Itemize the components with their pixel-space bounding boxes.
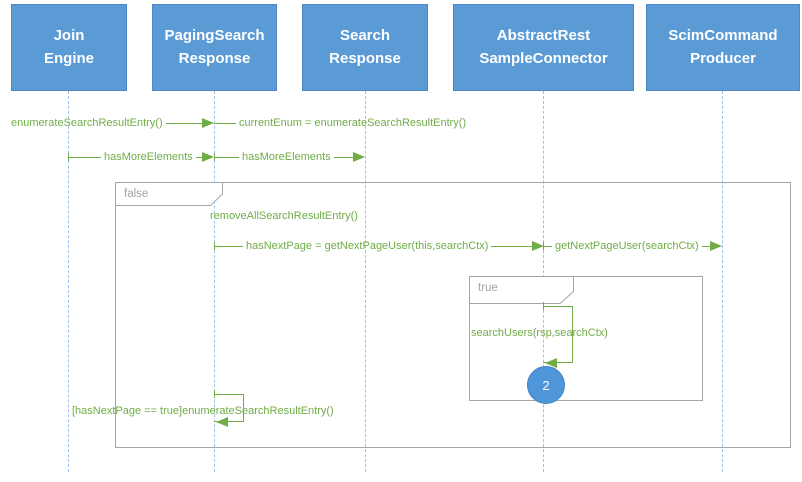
message-line xyxy=(195,156,202,158)
arrowhead-right-icon xyxy=(532,241,544,251)
ref-badge-circle: 2 xyxy=(527,366,565,404)
participant-label: Join Engine xyxy=(43,27,94,67)
participant-label: Search Response xyxy=(329,27,401,67)
message-line xyxy=(491,245,532,247)
self-message-loop-back-bracket xyxy=(214,394,244,422)
arrowhead-right-icon xyxy=(202,118,214,128)
arrowhead-left-icon xyxy=(216,417,228,427)
message-line xyxy=(215,245,243,247)
participant-label: PagingSearch Response xyxy=(164,27,265,67)
lifeline-join-engine xyxy=(68,91,69,472)
message-loop-back: [hasNextPage == true]enumerateSearchResu… xyxy=(72,405,334,417)
participant-search-response: Search Response xyxy=(302,4,428,91)
message-start-tick xyxy=(214,390,215,398)
fragment-label-pentagon xyxy=(115,182,223,206)
message-line xyxy=(701,245,710,247)
arrowhead-left-icon xyxy=(545,358,557,368)
message-remove-all: removeAllSearchResultEntry() xyxy=(210,210,358,222)
message-label: getNextPageUser(searchCtx) xyxy=(555,240,699,252)
message-has-more-elements-2: hasMoreElements xyxy=(214,150,365,164)
message-line xyxy=(215,156,239,158)
message-label: hasMoreElements xyxy=(242,151,331,163)
fragment-true-label: true xyxy=(478,282,498,294)
ref-badge-value: 2 xyxy=(542,377,550,393)
participant-abstract-rest-sample-connector: AbstractRest SampleConnector xyxy=(453,4,634,91)
message-line xyxy=(333,156,353,158)
self-message-search-users-bracket xyxy=(543,306,573,363)
message-start-tick xyxy=(543,302,544,310)
participant-join-engine: Join Engine xyxy=(11,4,127,91)
message-label: hasNextPage = getNextPageUser(this,searc… xyxy=(246,240,489,252)
participant-label: AbstractRest SampleConnector xyxy=(479,27,608,67)
fragment-false-frame: false xyxy=(115,182,791,448)
fragment-true-frame: true xyxy=(469,276,703,401)
fragment-label-pentagon xyxy=(469,276,574,304)
message-line xyxy=(214,122,236,124)
message-label: enumerateSearchResultEntry() xyxy=(11,117,163,129)
arrowhead-right-icon xyxy=(353,152,365,162)
arrowhead-right-icon xyxy=(202,152,214,162)
fragment-false-label: false xyxy=(124,188,149,200)
message-enumerate-call: enumerateSearchResultEntry() xyxy=(8,116,214,130)
message-start-tick xyxy=(68,153,69,161)
message-start-tick xyxy=(214,153,215,161)
message-has-more-elements-1: hasMoreElements xyxy=(68,150,214,164)
message-line xyxy=(544,245,552,247)
message-search-users: searchUsers(rsp,searchCtx) xyxy=(471,327,608,339)
message-label: currentEnum = enumerateSearchResultEntry… xyxy=(239,117,467,129)
message-has-next-page: hasNextPage = getNextPageUser(this,searc… xyxy=(214,239,544,253)
lifeline-search-response xyxy=(365,91,366,472)
participant-label: ScimCommand Producer xyxy=(668,27,778,67)
message-label: hasMoreElements xyxy=(104,151,193,163)
message-start-tick xyxy=(543,242,544,250)
participant-paging-search-response: PagingSearch Response xyxy=(152,4,277,91)
message-get-next-page: getNextPageUser(searchCtx) xyxy=(543,239,722,253)
lifeline-paging-search-response xyxy=(214,91,215,472)
arrowhead-right-icon xyxy=(710,241,722,251)
message-line xyxy=(69,156,101,158)
participant-scim-command-producer: ScimCommand Producer xyxy=(646,4,800,91)
message-line xyxy=(165,122,202,124)
lifeline-scim-command-producer xyxy=(722,91,723,472)
message-current-enum: currentEnum = enumerateSearchResultEntry… xyxy=(214,116,469,130)
message-start-tick xyxy=(214,242,215,250)
